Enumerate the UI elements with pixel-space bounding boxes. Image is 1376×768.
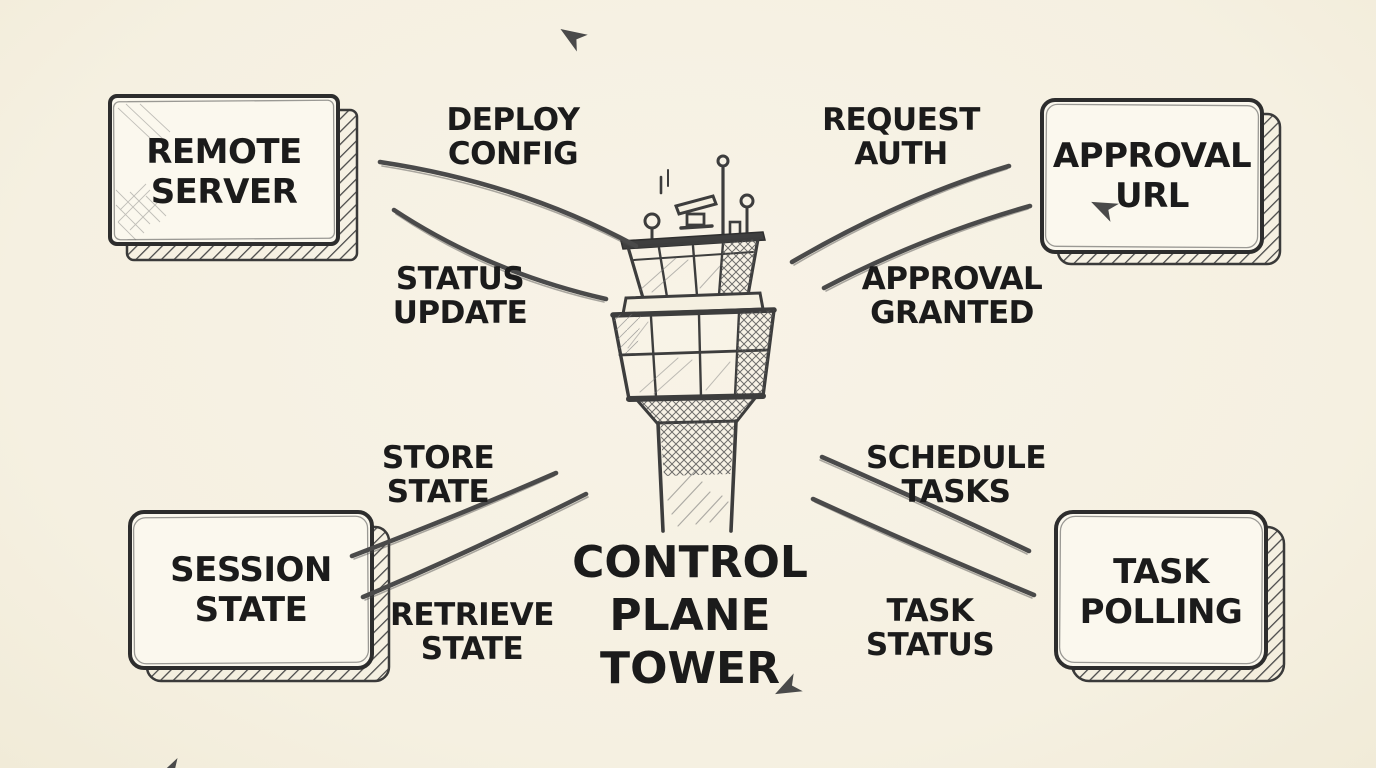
remote-server-label-line1: REMOTE: [146, 132, 302, 172]
control-tower-icon: [610, 154, 777, 533]
edge-label-approval-granted: APPROVAL GRANTED: [861, 261, 1043, 331]
node-task-polling: TASK POLLING: [1080, 552, 1243, 632]
request-auth-arrow: [789, 163, 1012, 266]
edge-label-schedule-tasks: SCHEDULE TASKS: [865, 440, 1047, 510]
edge-label-status-update: STATUS UPDATE: [393, 262, 528, 330]
approval-url-box: [1040, 98, 1282, 266]
retrieve-state-line2: STATE: [420, 631, 524, 667]
status-update-line1: STATUS: [395, 261, 525, 297]
remote-server-box: [108, 94, 359, 262]
node-remote-server: REMOTE SERVER: [146, 132, 302, 212]
session-state-box: [128, 510, 391, 683]
edge-label-store-state: STORE STATE: [381, 440, 495, 510]
deploy-config-line1: DEPLOY: [446, 102, 580, 138]
session-state-label-line2: STATE: [194, 590, 308, 630]
center-title: CONTROL PLANE TOWER: [572, 536, 808, 695]
approval-granted-line1: APPROVAL: [861, 261, 1043, 297]
node-approval-url: APPROVAL URL: [1052, 136, 1252, 216]
deploy-config-arrow: [377, 159, 639, 249]
schedule-tasks-arrow: [819, 454, 1032, 555]
approval-url-label-line2: URL: [1115, 176, 1189, 216]
approval-granted-line2: GRANTED: [870, 295, 1034, 331]
request-auth-line1: REQUEST: [822, 102, 980, 138]
center-title-line3: TOWER: [600, 643, 780, 694]
task-polling-label-line1: TASK: [1113, 552, 1209, 592]
retrieve-state-line1: RETRIEVE: [390, 597, 554, 633]
task-status-arrow: [810, 201, 1119, 599]
approval-url-label-line1: APPROVAL: [1052, 136, 1252, 176]
schedule-tasks-line2: TASKS: [901, 474, 1011, 510]
deploy-config-line2: CONFIG: [447, 136, 579, 172]
status-update-arrow: [391, 29, 609, 303]
store-state-arrow: [349, 470, 559, 560]
edge-label-request-auth: REQUEST AUTH: [822, 103, 980, 171]
schedule-tasks-line1: SCHEDULE: [865, 440, 1047, 476]
edge-label-deploy-config: DEPLOY CONFIG: [447, 103, 580, 171]
store-state-line1: STORE: [381, 440, 495, 476]
center-title-line2: PLANE: [609, 590, 771, 641]
center-title-line1: CONTROL: [572, 537, 808, 588]
edge-label-task-status: TASK STATUS: [865, 593, 995, 663]
remote-server-label-line2: SERVER: [150, 172, 298, 212]
approval-granted-arrow: [775, 203, 1033, 695]
task-status-line1: TASK: [886, 593, 974, 629]
node-session-state: SESSION STATE: [170, 550, 332, 630]
task-status-line2: STATUS: [865, 627, 995, 663]
request-auth-line2: AUTH: [854, 136, 948, 172]
task-polling-box: [1054, 510, 1286, 683]
edge-label-retrieve-state: RETRIEVE STATE: [390, 598, 554, 666]
task-polling-label-line2: POLLING: [1079, 592, 1243, 632]
session-state-label-line1: SESSION: [170, 550, 332, 590]
store-state-line2: STATE: [386, 474, 490, 510]
status-update-line2: UPDATE: [392, 295, 528, 331]
